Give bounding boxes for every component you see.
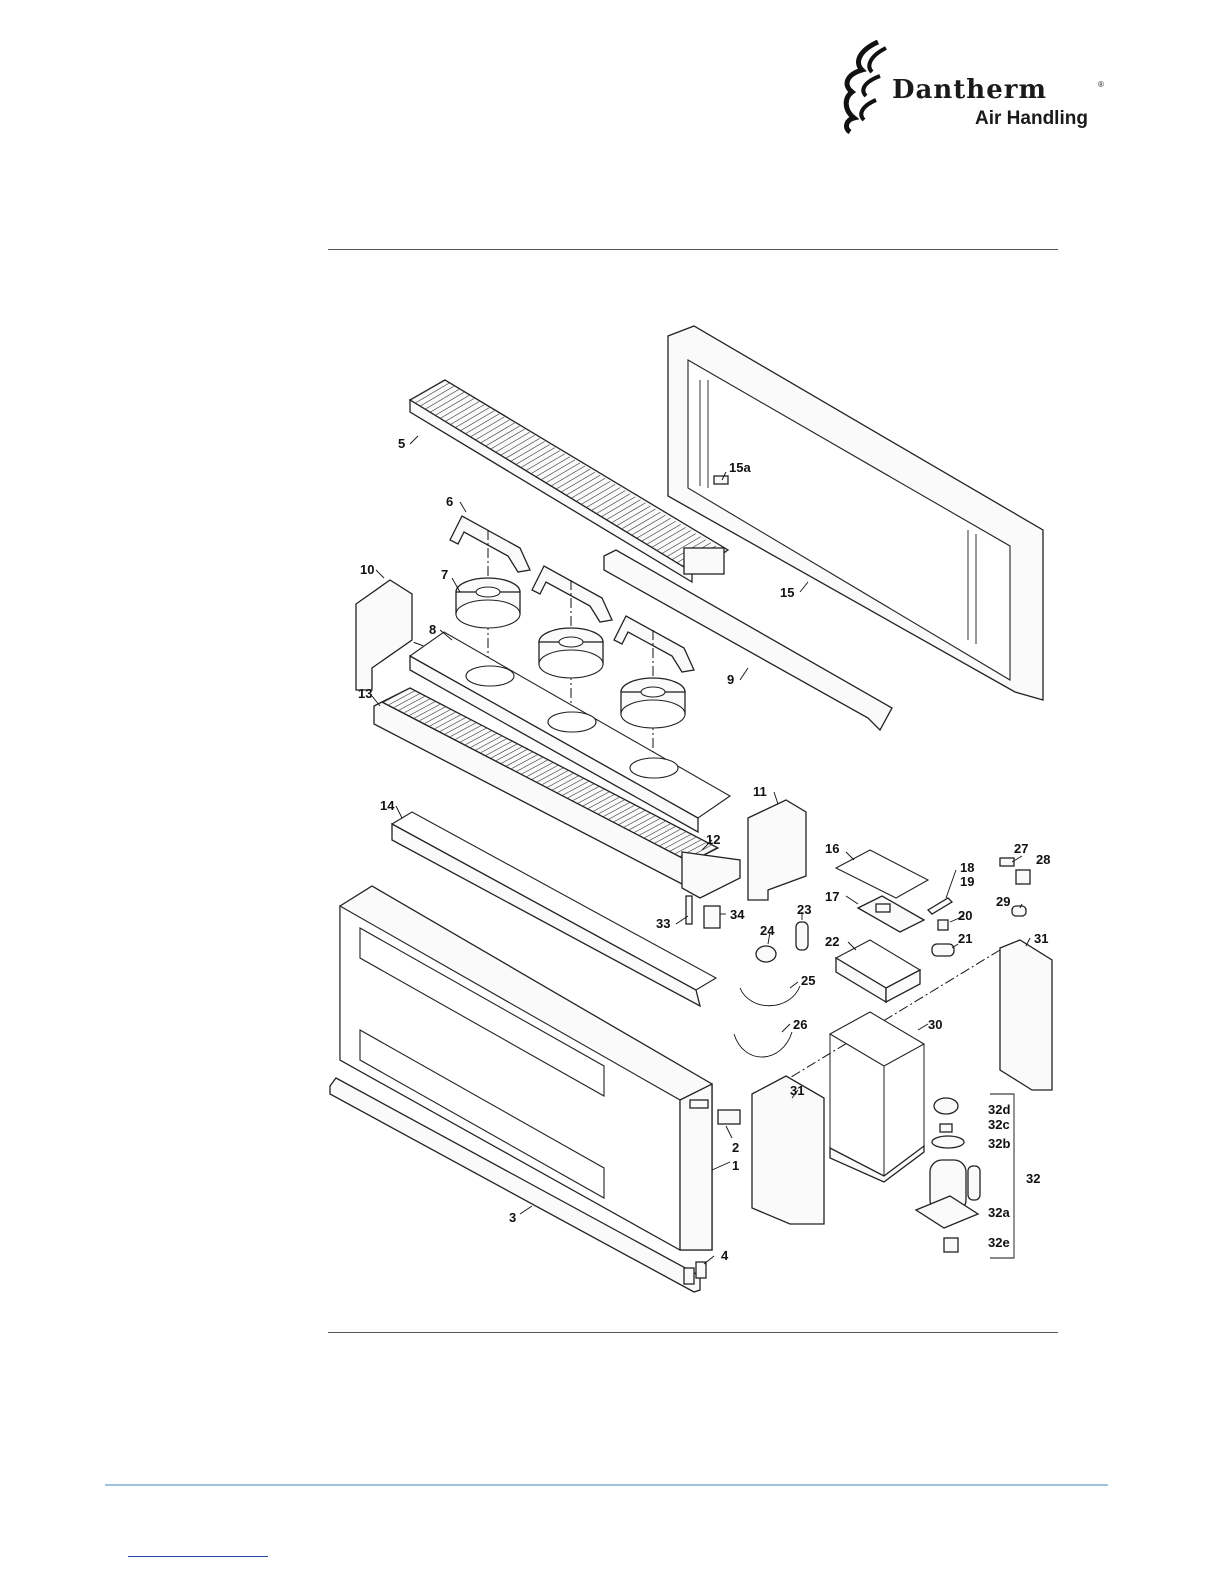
- label-6: 6: [446, 494, 453, 509]
- part-10-side-panel: [356, 580, 412, 690]
- part-17-pcb: [858, 896, 924, 932]
- part-2-label: [718, 1110, 740, 1124]
- part-16-cover: [836, 850, 928, 898]
- label-18: 18: [960, 860, 974, 875]
- part-24-valve: [756, 946, 776, 962]
- part-33-bracket: [686, 896, 692, 924]
- label-32a: 32a: [988, 1205, 1010, 1220]
- label-21: 21: [958, 931, 972, 946]
- label-19: 19: [960, 874, 974, 889]
- part-12-end-plate: [682, 852, 740, 898]
- label-28: 28: [1036, 852, 1050, 867]
- label-8: 8: [429, 622, 436, 637]
- label-31-left: 31: [790, 1083, 804, 1098]
- label-10: 10: [360, 562, 374, 577]
- part-29-fitting: [1012, 906, 1026, 916]
- label-1: 1: [732, 1158, 739, 1173]
- label-27: 27: [1014, 841, 1028, 856]
- part-34-box: [704, 906, 720, 928]
- label-32e: 32e: [988, 1235, 1010, 1250]
- label-32d: 32d: [988, 1102, 1010, 1117]
- label-7: 7: [441, 567, 448, 582]
- label-31-right: 31: [1034, 931, 1048, 946]
- part-27-sensor: [1000, 858, 1014, 866]
- label-32: 32: [1026, 1171, 1040, 1186]
- label-26: 26: [793, 1017, 807, 1032]
- label-17: 17: [825, 889, 839, 904]
- part-25-pipe: [740, 986, 800, 1006]
- label-34: 34: [730, 907, 745, 922]
- label-5: 5: [398, 436, 405, 451]
- label-23: 23: [797, 902, 811, 917]
- label-4: 4: [721, 1248, 729, 1263]
- label-16: 16: [825, 841, 839, 856]
- footer-link-underline: [128, 1556, 268, 1557]
- label-13: 13: [358, 686, 372, 701]
- part-28-switch: [1016, 870, 1030, 884]
- label-30: 30: [928, 1017, 942, 1032]
- part-15a-clip: [714, 476, 728, 484]
- label-24: 24: [760, 923, 775, 938]
- label-29: 29: [996, 894, 1010, 909]
- label-14: 14: [380, 798, 395, 813]
- label-15: 15: [780, 585, 794, 600]
- part-31-panel-left: [752, 1076, 824, 1224]
- label-32b: 32b: [988, 1136, 1010, 1151]
- part-21-capacitor: [932, 944, 954, 956]
- label-11: 11: [753, 784, 767, 799]
- label-9: 9: [727, 672, 734, 687]
- label-15a: 15a: [729, 460, 751, 475]
- label-12: 12: [706, 832, 720, 847]
- part-31-panel-right: [1000, 940, 1052, 1090]
- part-18-terminal: [928, 898, 952, 914]
- part-26-pipe: [734, 1032, 792, 1057]
- label-3: 3: [509, 1210, 516, 1225]
- part-23-drier: [796, 922, 808, 950]
- part-22-electrical-box: [836, 940, 920, 1002]
- label-2: 2: [732, 1140, 739, 1155]
- label-22: 22: [825, 934, 839, 949]
- part-15-frame: [668, 326, 1043, 700]
- part-11-side-panel: [748, 800, 806, 900]
- footer-divider: [105, 1484, 1108, 1486]
- label-32c: 32c: [988, 1117, 1010, 1132]
- part-32-compressor: [916, 1098, 980, 1252]
- part-20-relay: [938, 920, 948, 930]
- part-30-frame: [830, 1012, 924, 1182]
- label-20: 20: [958, 908, 972, 923]
- label-33: 33: [656, 916, 670, 931]
- label-25: 25: [801, 973, 815, 988]
